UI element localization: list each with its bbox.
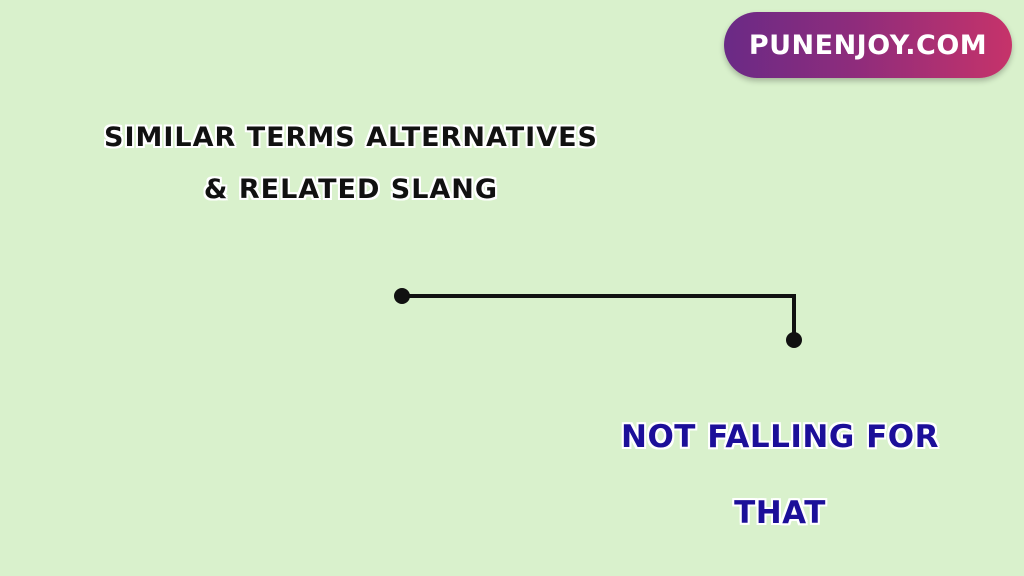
connector-end-dot: [786, 332, 802, 348]
slang-term: NOT FALLING FOR THAT: [560, 412, 1000, 538]
title-line-2: & RELATED SLANG: [203, 174, 499, 205]
slang-term-line-2: THAT: [734, 495, 826, 531]
page-title: SIMILAR TERMS ALTERNATIVES & RELATED SLA…: [40, 112, 662, 216]
title-line-1: SIMILAR TERMS ALTERNATIVES: [104, 122, 598, 153]
brand-badge[interactable]: PUNENJOY.COM: [724, 12, 1012, 78]
connector-start-dot: [394, 288, 410, 304]
slang-term-line-1: NOT FALLING FOR: [621, 419, 939, 455]
brand-label: PUNENJOY.COM: [748, 29, 988, 61]
